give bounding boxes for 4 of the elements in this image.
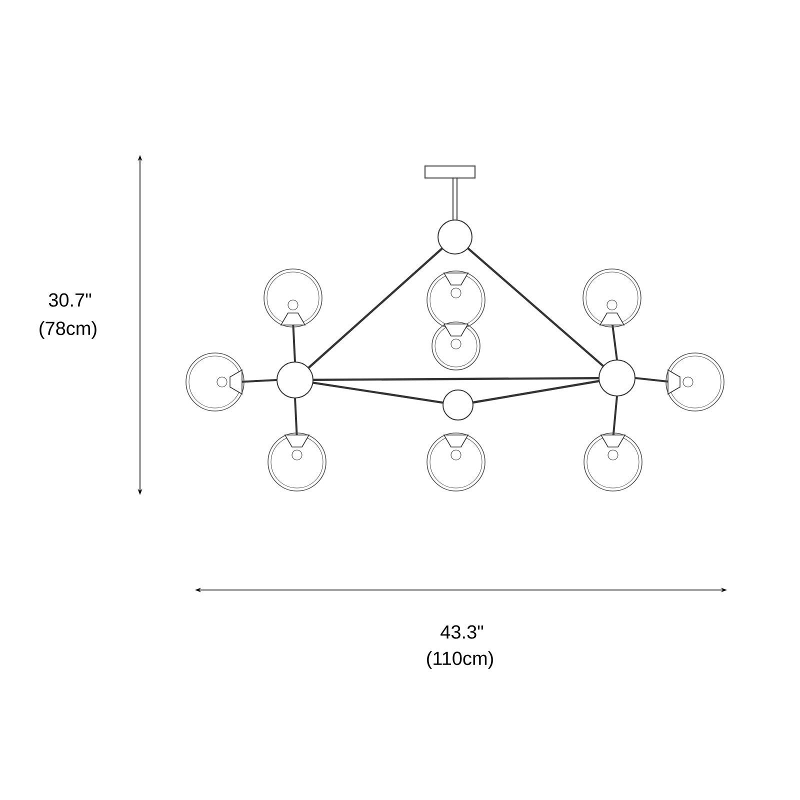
- dimension-label: (110cm): [427, 651, 493, 669]
- dimension-label: (78cm): [40, 321, 96, 339]
- dimension-label: 43.3": [440, 625, 484, 639]
- dimension-label: 30.7": [48, 293, 92, 307]
